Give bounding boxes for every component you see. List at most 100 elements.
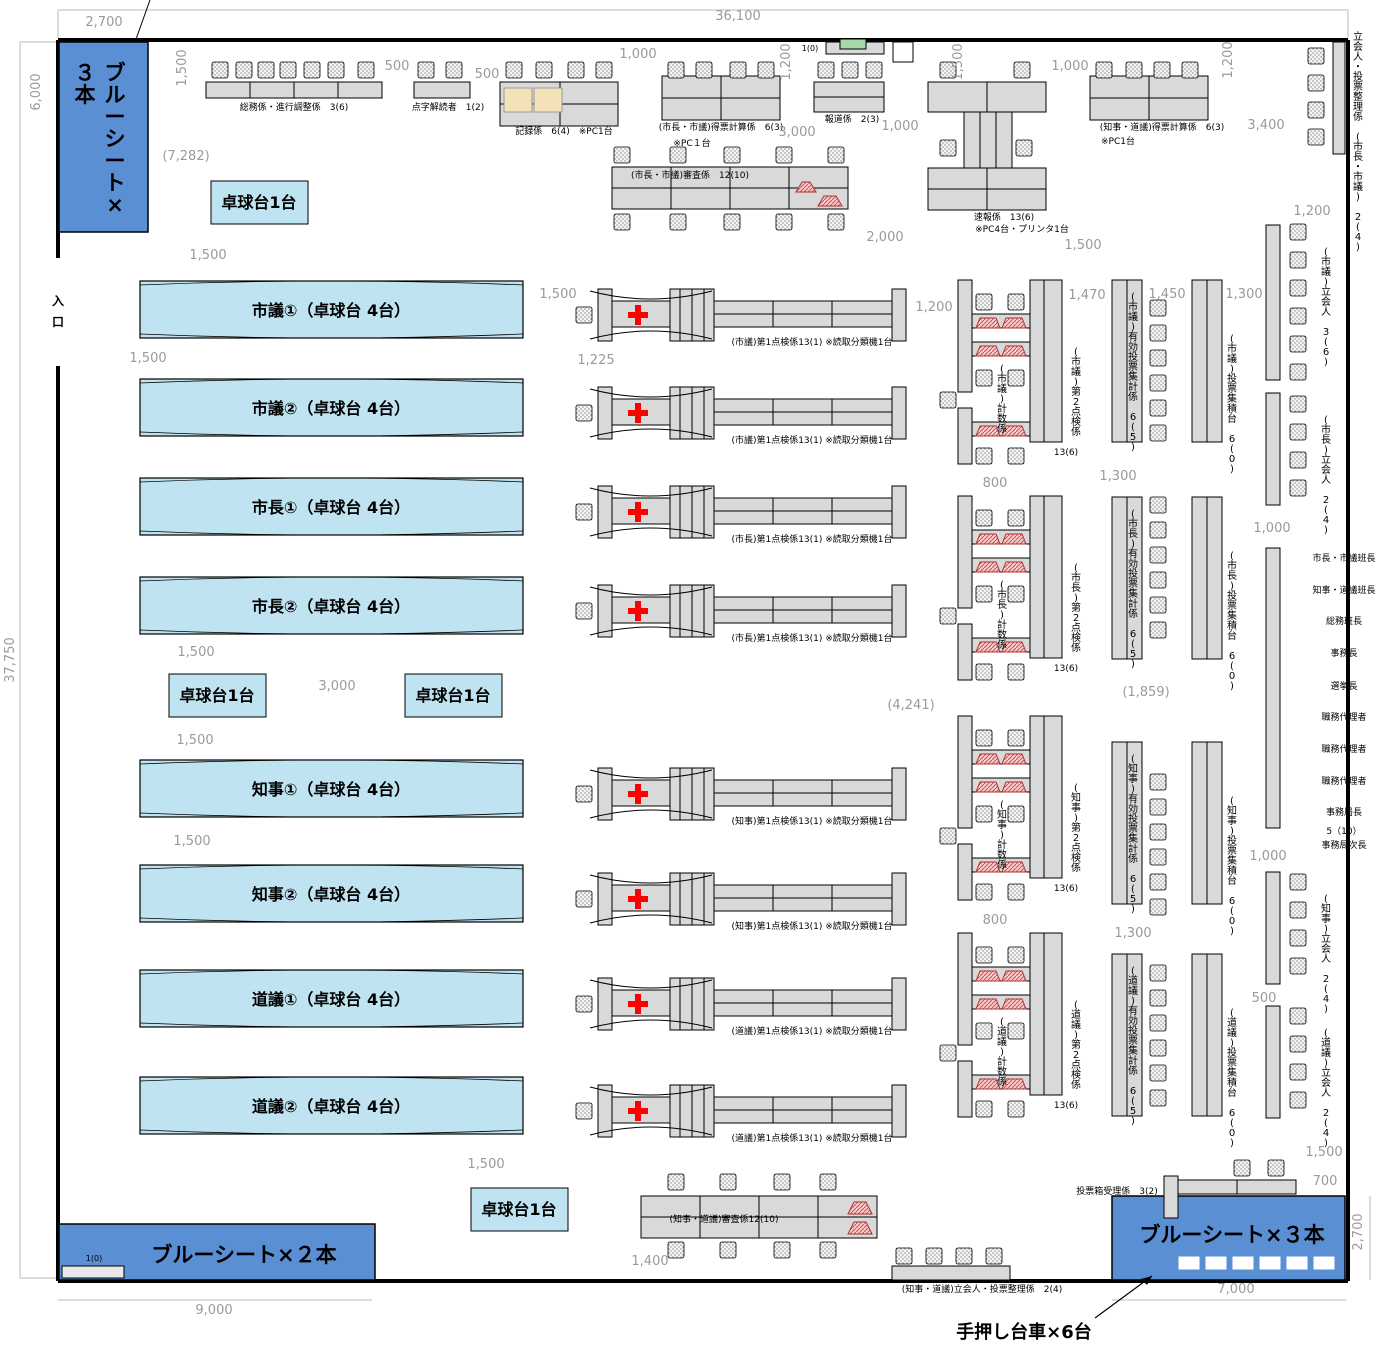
blue-sheet-top-left-char: × <box>106 193 124 217</box>
chair <box>1007 663 1025 681</box>
label-kiroku: 記録係 6(4) ※PC1台 <box>515 125 612 137</box>
dim-1000b: 1,000 <box>881 119 918 134</box>
first-check-conveyors: (市議)第1点検係13(1) ※読取分類機1台(市議)第1点検係13(1) ※読… <box>589 288 907 1144</box>
station-label: 道議①（卓球台 4台） <box>252 990 410 1009</box>
station-table <box>139 969 524 1028</box>
dim-bottom-right-h: 2,700 <box>1351 1213 1366 1250</box>
dim-1500f: 1,500 <box>129 351 166 366</box>
first-check-label: (市議)第1点検係13(1) ※読取分類機1台 <box>731 336 892 348</box>
first-check-unit <box>589 386 907 440</box>
label-governor-pc: ※PC1台 <box>1101 135 1135 147</box>
station-table <box>139 378 524 437</box>
dim-bluesheet-height: 6,000 <box>29 73 44 110</box>
chair <box>1289 423 1307 441</box>
pingpong-single-tables: 卓球台1台 卓球台1台 卓球台1台 卓球台1台 <box>168 180 569 1232</box>
chair <box>817 61 835 79</box>
chair <box>975 805 993 823</box>
chair <box>1149 349 1167 367</box>
label-one-zero: 1(0) <box>802 44 818 53</box>
official-label: 事務局次長 <box>1321 839 1366 851</box>
station-sheet-edge <box>139 1129 524 1135</box>
dim-1500i: 1,500 <box>173 834 210 849</box>
chair <box>975 946 993 964</box>
chair <box>819 1241 837 1259</box>
hand-carts <box>1177 1255 1336 1271</box>
chair <box>1289 901 1307 919</box>
red-cross-icon <box>628 784 648 804</box>
first-check-label: (道議)第1点検係13(1) ※読取分類機1台 <box>731 1025 892 1037</box>
chair <box>1307 128 1325 146</box>
dim-1500k: 1,500 <box>1305 1145 1342 1160</box>
chair <box>1181 61 1199 79</box>
second-check-count: 13(6) <box>1054 884 1078 894</box>
chair <box>575 785 593 803</box>
chair <box>975 1100 993 1118</box>
official-label: 市長・市議班長 <box>1312 552 1375 564</box>
dim-500a: 500 <box>385 59 410 74</box>
chair <box>1153 61 1171 79</box>
station-sheet-edge <box>139 576 524 582</box>
official-label: 選挙長 <box>1330 680 1357 692</box>
chair <box>1149 1064 1167 1082</box>
chair <box>975 1022 993 1040</box>
chair <box>1149 989 1167 1007</box>
station-table <box>139 280 524 339</box>
red-cross-icon <box>628 1101 648 1121</box>
chair <box>695 61 713 79</box>
blue-sheet-top-left <box>58 41 149 233</box>
chair <box>667 61 685 79</box>
chair <box>1149 898 1167 916</box>
chair <box>1289 451 1307 469</box>
blue-sheet-top-left-text: ブルーシート×３本 <box>75 61 126 217</box>
dim-1450: 1,450 <box>1148 287 1185 302</box>
chair <box>1007 369 1025 387</box>
red-cross-icon <box>628 502 648 522</box>
dim-1859: (1,859) <box>1122 685 1169 700</box>
chair <box>1007 585 1025 603</box>
chair <box>975 883 993 901</box>
dim-total-width: 36,100 <box>715 9 761 24</box>
chair <box>575 890 593 908</box>
dim-800a: 800 <box>983 476 1008 491</box>
first-check-label: (市長)第1点検係13(1) ※読取分類機1台 <box>731 632 892 644</box>
label-houdou: 報道係 2(3) <box>825 113 879 125</box>
first-check-label: (知事)第1点検係13(1) ※読取分類機1台 <box>731 920 892 932</box>
first-check-label: (市長)第1点検係13(1) ※読取分類機1台 <box>731 533 892 545</box>
chair <box>1095 61 1113 79</box>
witness-label: (道議)立会人 2(4) <box>1321 1028 1331 1149</box>
chair <box>723 213 741 231</box>
chair <box>1007 509 1025 527</box>
chair <box>955 1247 973 1265</box>
first-check-unit <box>589 872 907 926</box>
chair <box>1289 957 1307 975</box>
hand-cart <box>1312 1255 1336 1271</box>
accum-label: (市議)投票集積台 6(0) <box>1227 334 1237 475</box>
chair <box>1307 101 1325 119</box>
chair <box>1149 1014 1167 1032</box>
chair <box>827 146 845 164</box>
chair <box>975 447 993 465</box>
chair <box>1289 1063 1307 1081</box>
blue-sheet-top-left-char: ル <box>105 83 126 107</box>
official-label: 総務班長 <box>1326 615 1362 627</box>
blue-sheet-top-left-char2: ３ <box>75 61 96 85</box>
chair <box>1289 1007 1307 1025</box>
chair <box>1307 74 1325 92</box>
chair <box>1149 546 1167 564</box>
accum-label: (知事)投票集積台 6(0) <box>1227 796 1237 937</box>
chair <box>575 306 593 324</box>
official-label: 5（10） <box>1326 826 1361 837</box>
chair <box>1289 363 1307 381</box>
chair <box>1013 61 1031 79</box>
station-sheet-edge <box>139 1022 524 1028</box>
dim-3000: 3,000 <box>318 679 355 694</box>
room-walls <box>56 38 1350 1283</box>
first-check-unit <box>589 1084 907 1138</box>
chair <box>1149 521 1167 539</box>
chair <box>827 213 845 231</box>
